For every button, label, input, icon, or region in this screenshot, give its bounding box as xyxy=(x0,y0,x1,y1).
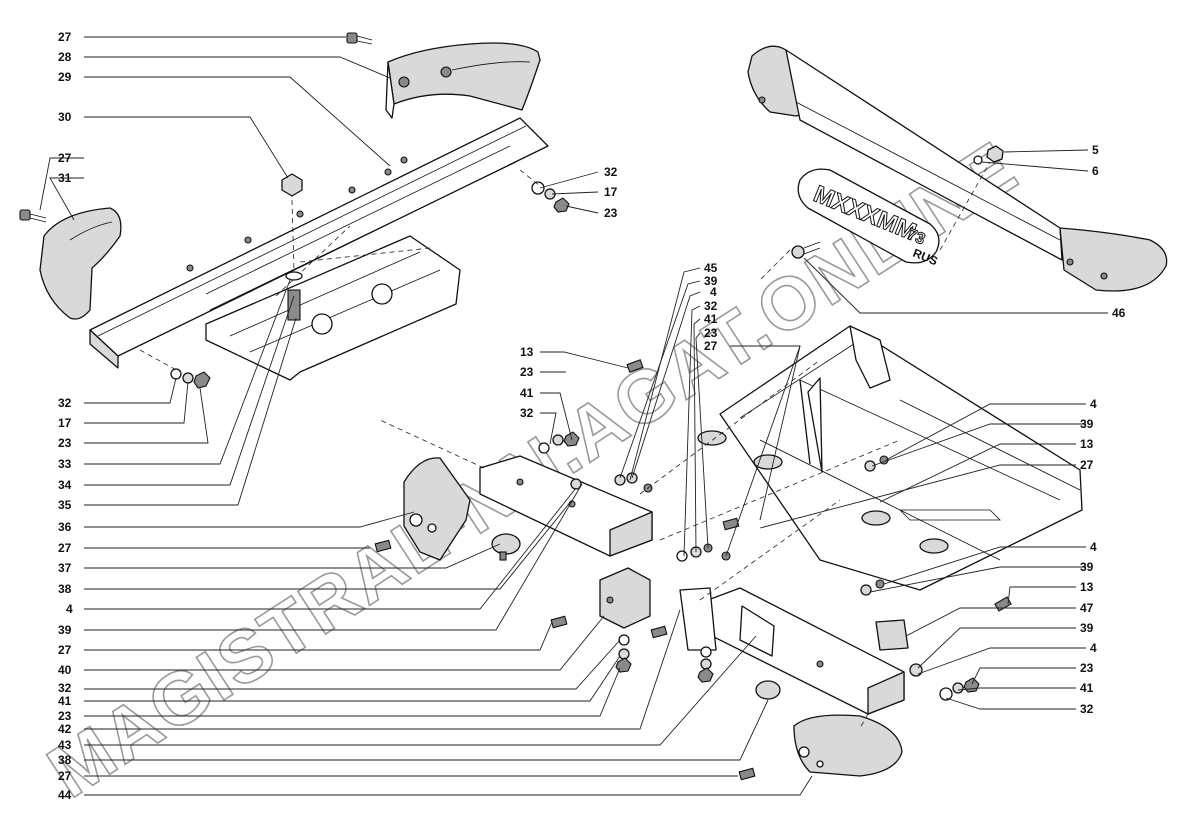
callout: 43 xyxy=(58,738,72,752)
callout: 36 xyxy=(58,520,72,534)
callout: 5 xyxy=(1092,143,1099,157)
nut-30 xyxy=(281,173,303,197)
license-plate: MXXXMM 73 RUS xyxy=(797,168,940,268)
washers-32-17-23-left xyxy=(170,368,211,389)
rubber-stop-37 xyxy=(491,533,521,561)
plate-region: 73 xyxy=(905,226,928,248)
callout: 27 xyxy=(58,151,72,165)
bolt-46 xyxy=(791,241,821,259)
callout: 44 xyxy=(58,788,72,802)
callout: 32 xyxy=(704,299,718,313)
callout: 31 xyxy=(58,171,72,185)
callout: 29 xyxy=(58,70,72,84)
callout: 4 xyxy=(1090,397,1097,411)
callout: 40 xyxy=(58,663,72,677)
rear-bumper xyxy=(747,45,1168,292)
callout: 34 xyxy=(58,478,72,492)
callout: 41 xyxy=(704,312,718,326)
callout: 37 xyxy=(58,561,72,575)
callout: 4 xyxy=(66,602,73,616)
bumper-bracket-36 xyxy=(403,457,471,561)
leader-lines xyxy=(39,36,1108,796)
callout: 27 xyxy=(704,339,718,353)
bumper-bracket-frame xyxy=(205,225,461,381)
callout: 13 xyxy=(1080,580,1094,594)
buffer-block-40 xyxy=(599,567,651,629)
callout: 27 xyxy=(58,643,72,657)
callout: 32 xyxy=(58,396,72,410)
callout: 23 xyxy=(58,436,72,450)
callout: 47 xyxy=(1080,601,1094,615)
callout: 4 xyxy=(1090,540,1097,554)
chassis-frame xyxy=(697,325,1083,591)
bumper-end-cap-left xyxy=(19,207,122,320)
callout: 41 xyxy=(58,694,72,708)
callout: 32 xyxy=(604,165,618,179)
washers-32-17-23-top xyxy=(531,181,570,213)
callout: 32 xyxy=(1080,702,1094,716)
rear-crossmember xyxy=(679,587,905,715)
callout: 27 xyxy=(1080,458,1094,472)
rear-end-cap-44 xyxy=(793,714,903,777)
callout: 33 xyxy=(58,457,72,471)
front-crossmember xyxy=(479,455,653,557)
callout: 27 xyxy=(58,30,72,44)
callout: 4 xyxy=(1090,641,1097,655)
spring-33-35 xyxy=(285,271,303,321)
callout: 4 xyxy=(710,285,717,299)
callouts-center: 45 39 4 32 41 23 27 13 23 41 32 xyxy=(520,261,718,420)
callout: 23 xyxy=(58,709,72,723)
callout: 38 xyxy=(58,582,72,596)
callout: 13 xyxy=(1080,437,1094,451)
callout: 39 xyxy=(1080,560,1094,574)
dashed-assembly-lines xyxy=(139,161,991,729)
callout: 6 xyxy=(1092,164,1099,178)
bumper-end-cap-upper xyxy=(385,42,541,119)
callout: 39 xyxy=(704,274,718,288)
callout: 27 xyxy=(58,769,72,783)
callout: 23 xyxy=(520,365,534,379)
callout: 45 xyxy=(704,261,718,275)
front-bumper-beam xyxy=(89,117,549,369)
callout: 39 xyxy=(1080,621,1094,635)
callout: 32 xyxy=(520,406,534,420)
fasteners-center xyxy=(374,359,1012,781)
callout: 46 xyxy=(1112,306,1126,320)
callout: 41 xyxy=(520,386,534,400)
callout: 39 xyxy=(1080,417,1094,431)
callout: 23 xyxy=(1080,661,1094,675)
bolt-27-top xyxy=(346,32,373,45)
callout: 27 xyxy=(58,541,72,555)
callout: 13 xyxy=(520,345,534,359)
callout: 38 xyxy=(58,753,72,767)
callout: 23 xyxy=(604,206,618,220)
nut-5-washer-6 xyxy=(973,145,1004,165)
callouts-right: 32 17 23 5 6 46 4 39 13 27 4 39 13 47 39… xyxy=(604,143,1126,716)
callout: 17 xyxy=(58,416,72,430)
rubber-stop-38-rear xyxy=(755,680,781,700)
callout: 17 xyxy=(604,185,618,199)
callout: 42 xyxy=(58,722,72,736)
callouts-left: 27 28 29 30 27 31 32 17 23 33 34 35 36 2… xyxy=(58,30,73,802)
callout: 30 xyxy=(58,110,72,124)
bracket-47 xyxy=(875,619,909,651)
callout: 28 xyxy=(58,50,72,64)
callout: 41 xyxy=(1080,681,1094,695)
callout: 23 xyxy=(704,326,718,340)
callout: 39 xyxy=(58,623,72,637)
callout: 35 xyxy=(58,498,72,512)
callout: 32 xyxy=(58,681,72,695)
